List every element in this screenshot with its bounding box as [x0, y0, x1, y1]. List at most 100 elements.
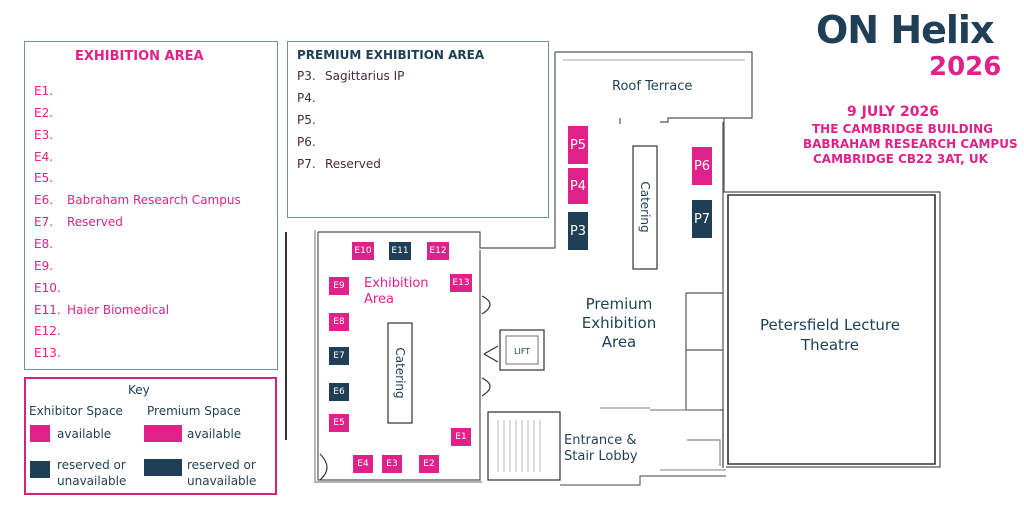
- row-code: E6.: [34, 193, 54, 208]
- exhibition-list-row: E5.: [34, 171, 53, 185]
- exhibition-list-row: E7. Reserved: [34, 215, 123, 230]
- row-exhibitor-name: Reserved: [325, 157, 381, 171]
- label-premium-area-3: Area: [601, 333, 637, 351]
- premium-area-walls: [723, 118, 941, 468]
- booth-E5[interactable]: E5: [329, 414, 349, 432]
- premium-list-title: PREMIUM EXHIBITION AREA: [297, 48, 485, 62]
- legend-key: Key Exhibitor Space Premium Space availa…: [24, 377, 277, 495]
- booth-E9[interactable]: E9: [329, 277, 349, 295]
- key-exhibitor-reserved-swatch: [30, 461, 50, 478]
- booth-E2[interactable]: E2: [419, 455, 439, 473]
- key-premium-reserved-label-2: unavailable: [187, 474, 257, 488]
- exhibition-list-row: E12.: [34, 324, 61, 338]
- row-code: P5.: [297, 113, 316, 127]
- exhibition-list-row: E8.: [34, 237, 53, 251]
- booth-P6[interactable]: P6: [692, 147, 712, 185]
- label-exhibition-area-1: Exhibition: [364, 276, 429, 291]
- event-date: 9 JULY 2026: [847, 104, 939, 120]
- row-code: E2.: [34, 105, 54, 120]
- label-entrance-2: Stair Lobby: [564, 449, 638, 464]
- premium-area-list: PREMIUM EXHIBITION AREA P3. Sagittarius I…: [287, 41, 549, 218]
- key-premium-reserved-swatch: [144, 459, 182, 476]
- row-code: E4.: [34, 149, 54, 164]
- key-exhibitor-heading: Exhibitor Space: [29, 404, 123, 418]
- row-exhibitor-name: Babraham Research Campus: [67, 193, 241, 208]
- booth-E11[interactable]: E11: [389, 242, 411, 260]
- premium-list-row: P4.: [297, 91, 316, 105]
- label-exhibition-catering: Catering: [393, 347, 407, 399]
- exhibition-list-row: E11.Haier Biomedical: [34, 302, 169, 317]
- booth-E8[interactable]: E8: [329, 313, 349, 331]
- row-exhibitor-name: Reserved: [67, 215, 123, 230]
- row-code: E11.: [34, 302, 61, 317]
- exhibition-area-list: EXHIBITION AREA E1. E2. E3. E4. E5. E6. Babrah…: [24, 41, 278, 370]
- exhibition-area-walls: [318, 231, 556, 249]
- booth-E13[interactable]: E13: [450, 274, 472, 292]
- row-exhibitor-name: Sagittarius IP: [325, 69, 405, 83]
- key-premium-available-label: available: [187, 427, 242, 441]
- row-code: P6.: [297, 135, 316, 149]
- label-lecture-theatre-2: Theatre: [800, 336, 860, 354]
- brand-logo-name: ON Helix: [816, 8, 994, 52]
- exhibition-list-row: E13.: [34, 346, 61, 360]
- label-exhibition-area-2: Area: [364, 292, 394, 307]
- key-exhibitor-reserved-label-2: unavailable: [57, 474, 127, 488]
- premium-list-row: P5.: [297, 113, 316, 127]
- exhibition-list-row: E9.: [34, 259, 53, 273]
- exhibition-list-row: E2.: [34, 106, 53, 120]
- event-venue: THE CAMBRIDGE BUILDING: [812, 122, 993, 136]
- label-premium-area-1: Premium: [585, 295, 653, 313]
- row-code: E12.: [34, 324, 61, 339]
- row-code: P3.: [297, 69, 316, 83]
- booth-E12[interactable]: E12: [427, 242, 449, 260]
- row-code: E7.: [34, 215, 54, 230]
- event-city: CAMBRIDGE CB22 3AT, UK: [813, 152, 988, 166]
- exhibition-list-title: EXHIBITION AREA: [75, 49, 204, 64]
- exhibition-list-row: E1.: [34, 84, 53, 98]
- booth-E3[interactable]: E3: [382, 455, 402, 473]
- key-title: Key: [128, 383, 150, 397]
- row-code: P4.: [297, 91, 316, 105]
- label-entrance-1: Entrance &: [564, 433, 637, 448]
- row-code: E5.: [34, 171, 54, 186]
- row-code: P7.: [297, 157, 316, 171]
- exhibition-list-row: E4.: [34, 150, 53, 164]
- row-code: E13.: [34, 346, 61, 361]
- row-code: E9.: [34, 258, 54, 273]
- lecture-theatre-walls: [727, 194, 936, 465]
- booth-E7[interactable]: E7: [329, 347, 349, 365]
- booth-P4[interactable]: P4: [568, 168, 588, 204]
- booth-P3[interactable]: P3: [568, 212, 588, 250]
- booth-E1[interactable]: E1: [451, 428, 471, 446]
- label-lift: LIFT: [514, 347, 531, 356]
- row-code: E3.: [34, 127, 54, 142]
- exhibition-list-row: E10.: [34, 281, 61, 295]
- premium-list-row: P7. Reserved: [297, 157, 381, 171]
- key-exhibitor-available-label: available: [57, 427, 112, 441]
- row-code: E10.: [34, 280, 61, 295]
- key-premium-available-swatch: [144, 425, 182, 442]
- premium-list-row: P6.: [297, 135, 316, 149]
- key-premium-heading: Premium Space: [147, 404, 241, 418]
- key-premium-reserved-label-1: reserved or: [187, 458, 256, 472]
- key-exhibitor-available-swatch: [30, 425, 50, 442]
- booth-P5[interactable]: P5: [568, 126, 588, 164]
- row-code: E1.: [34, 84, 54, 98]
- row-code: E8.: [34, 236, 54, 251]
- booth-P7[interactable]: P7: [692, 200, 712, 238]
- roof-terrace-walls: [555, 51, 753, 123]
- booth-E4[interactable]: E4: [353, 455, 373, 473]
- premium-list-row: P3. Sagittarius IP: [297, 69, 404, 83]
- premium-catering-table: [632, 145, 658, 270]
- exhibition-catering-table: [387, 322, 413, 424]
- event-campus: BABRAHAM RESEARCH CAMPUS: [803, 137, 1018, 151]
- exhibition-list-row: E3.: [34, 128, 53, 142]
- label-premium-area-2: Exhibition: [581, 314, 657, 332]
- brand-logo-year: 2026: [929, 52, 1002, 82]
- booth-E10[interactable]: E10: [352, 242, 374, 260]
- lift-shaft: [499, 329, 545, 371]
- label-lecture-theatre-1: Petersfield Lecture: [760, 316, 900, 334]
- booth-E6[interactable]: E6: [329, 383, 349, 401]
- label-premium-catering: Catering: [638, 181, 652, 233]
